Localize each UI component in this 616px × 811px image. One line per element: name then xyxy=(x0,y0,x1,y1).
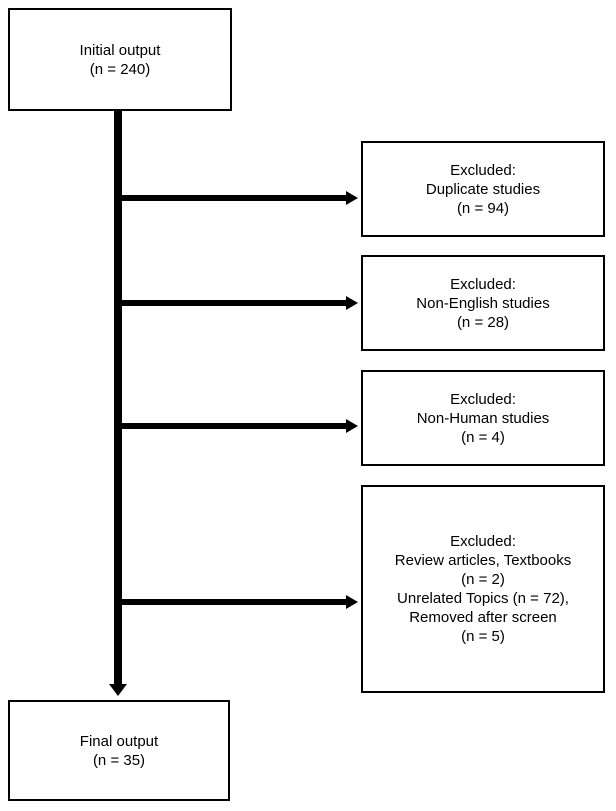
branch-arrowhead-1 xyxy=(346,191,358,205)
excluded-reason: Removed after screen xyxy=(409,609,557,626)
excluded-other-box: Excluded: Review articles, Textbooks (n … xyxy=(361,485,605,693)
excluded-count: (n = 94) xyxy=(456,199,510,217)
final-output-arrowhead xyxy=(109,684,127,696)
excluded-reason: Non-Human studies xyxy=(416,409,550,427)
excluded-count: (n = 2) xyxy=(461,571,505,588)
excluded-heading: Excluded: xyxy=(450,533,516,550)
excluded-heading: Excluded: xyxy=(450,390,516,408)
excluded-heading: Excluded: xyxy=(450,161,516,179)
excluded-count: (n = 5) xyxy=(461,628,505,645)
excluded-count: (n = 28) xyxy=(456,313,510,331)
branch-arrowhead-3 xyxy=(346,419,358,433)
final-output-count: (n = 35) xyxy=(92,751,146,769)
excluded-duplicate-box: Excluded: Duplicate studies (n = 94) xyxy=(361,141,605,237)
excluded-count: (n = 4) xyxy=(461,428,505,446)
excluded-heading: Excluded: xyxy=(450,275,516,293)
final-output-box: Final output (n = 35) xyxy=(8,700,230,801)
final-output-label: Final output xyxy=(79,732,159,750)
initial-output-count: (n = 240) xyxy=(89,60,151,78)
branch-arrowhead-4 xyxy=(346,595,358,609)
excluded-non-human-box: Excluded: Non-Human studies (n = 4) xyxy=(361,370,605,466)
excluded-reason: Unrelated Topics (n = 72), xyxy=(397,590,569,607)
excluded-non-english-box: Excluded: Non-English studies (n = 28) xyxy=(361,255,605,351)
initial-output-box: Initial output (n = 240) xyxy=(8,8,232,111)
initial-output-label: Initial output xyxy=(79,41,161,59)
excluded-reason: Duplicate studies xyxy=(425,180,541,198)
excluded-reason: Non-English studies xyxy=(416,294,550,312)
branch-arrowhead-2 xyxy=(346,296,358,310)
excluded-reason: Review articles, Textbooks xyxy=(394,552,572,569)
